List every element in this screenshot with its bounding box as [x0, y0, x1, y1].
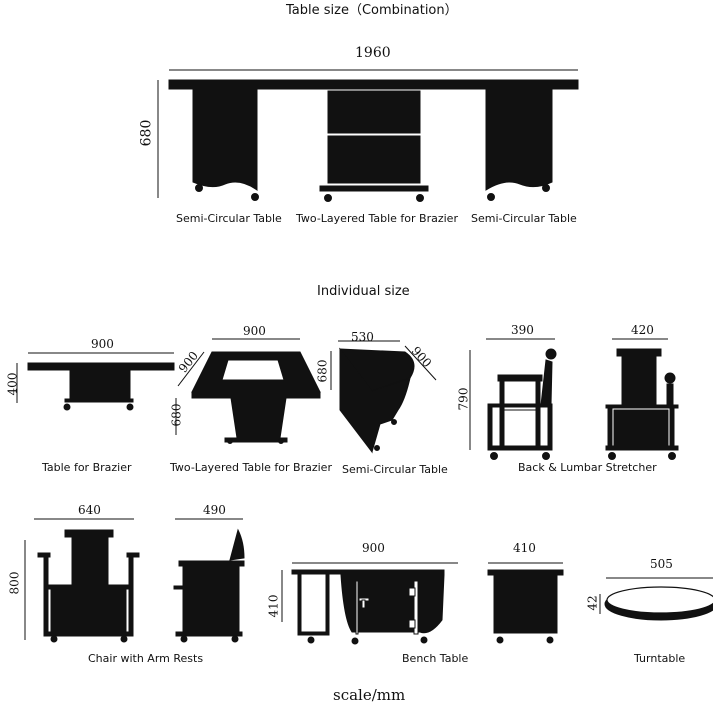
- combination-heading: Table size（Combination）: [286, 3, 458, 18]
- chair-side-drawing: [173, 518, 245, 643]
- turntable-drawing: [599, 577, 713, 621]
- bench-label: Bench Table: [402, 652, 469, 665]
- chair-front-width-dim: 640: [78, 503, 101, 517]
- turntable-label: Turntable: [634, 652, 686, 665]
- combination-height-dim: 680: [138, 119, 155, 147]
- back-lumbar-front-drawing: [605, 338, 679, 460]
- chair-height-dim: 800: [7, 571, 22, 595]
- back-lumbar-label: Back & Lumbar Stretcher: [518, 461, 657, 474]
- two-layered-table-drawing: [175, 338, 321, 444]
- chair-front-drawing: [24, 518, 140, 643]
- chair-label: Chair with Arm Rests: [88, 652, 204, 665]
- semi-circular-width-dim: 530: [351, 330, 374, 344]
- bench-front-drawing: [281, 562, 458, 645]
- back-lumbar-side-drawing: [469, 338, 557, 460]
- bench-front-width-dim: 900: [362, 541, 385, 555]
- bench-side-width-dim: 410: [513, 541, 536, 555]
- back-lumbar-height-dim: 790: [456, 387, 471, 411]
- back-lumbar-side-width-dim: 390: [511, 323, 534, 337]
- table-for-brazier-drawing: [16, 352, 175, 411]
- combination-label-middle: Two-Layered Table for Brazier: [296, 212, 458, 225]
- semi-circular-height-dim: 680: [315, 359, 330, 383]
- back-lumbar-front-width-dim: 420: [631, 323, 654, 337]
- brazier-height-dim: 400: [5, 372, 20, 396]
- bench-height-dim: 410: [266, 594, 281, 618]
- semi-circular-label: Semi-Circular Table: [342, 463, 448, 476]
- two-layered-label: Two-Layered Table for Brazier: [170, 461, 332, 474]
- combination-drawing: [157, 69, 579, 202]
- individual-heading: Individual size: [317, 284, 410, 299]
- chair-side-width-dim: 490: [203, 503, 226, 517]
- combination-label-right: Semi-Circular Table: [471, 212, 577, 225]
- turntable-height-dim: 42: [585, 595, 600, 611]
- combination-label-left: Semi-Circular Table: [176, 212, 282, 225]
- semi-circular-table-drawing: [330, 340, 437, 454]
- two-layered-width-dim: 900: [243, 324, 266, 338]
- two-layered-height-dim: 680: [169, 403, 184, 427]
- scale-label: scale/mm: [333, 686, 406, 704]
- brazier-width-dim: 900: [91, 337, 114, 351]
- bench-side-drawing: [487, 562, 564, 644]
- turntable-diameter-dim: 505: [650, 557, 673, 571]
- brazier-label: Table for Brazier: [42, 461, 132, 474]
- combination-width-dim: 1960: [355, 45, 391, 61]
